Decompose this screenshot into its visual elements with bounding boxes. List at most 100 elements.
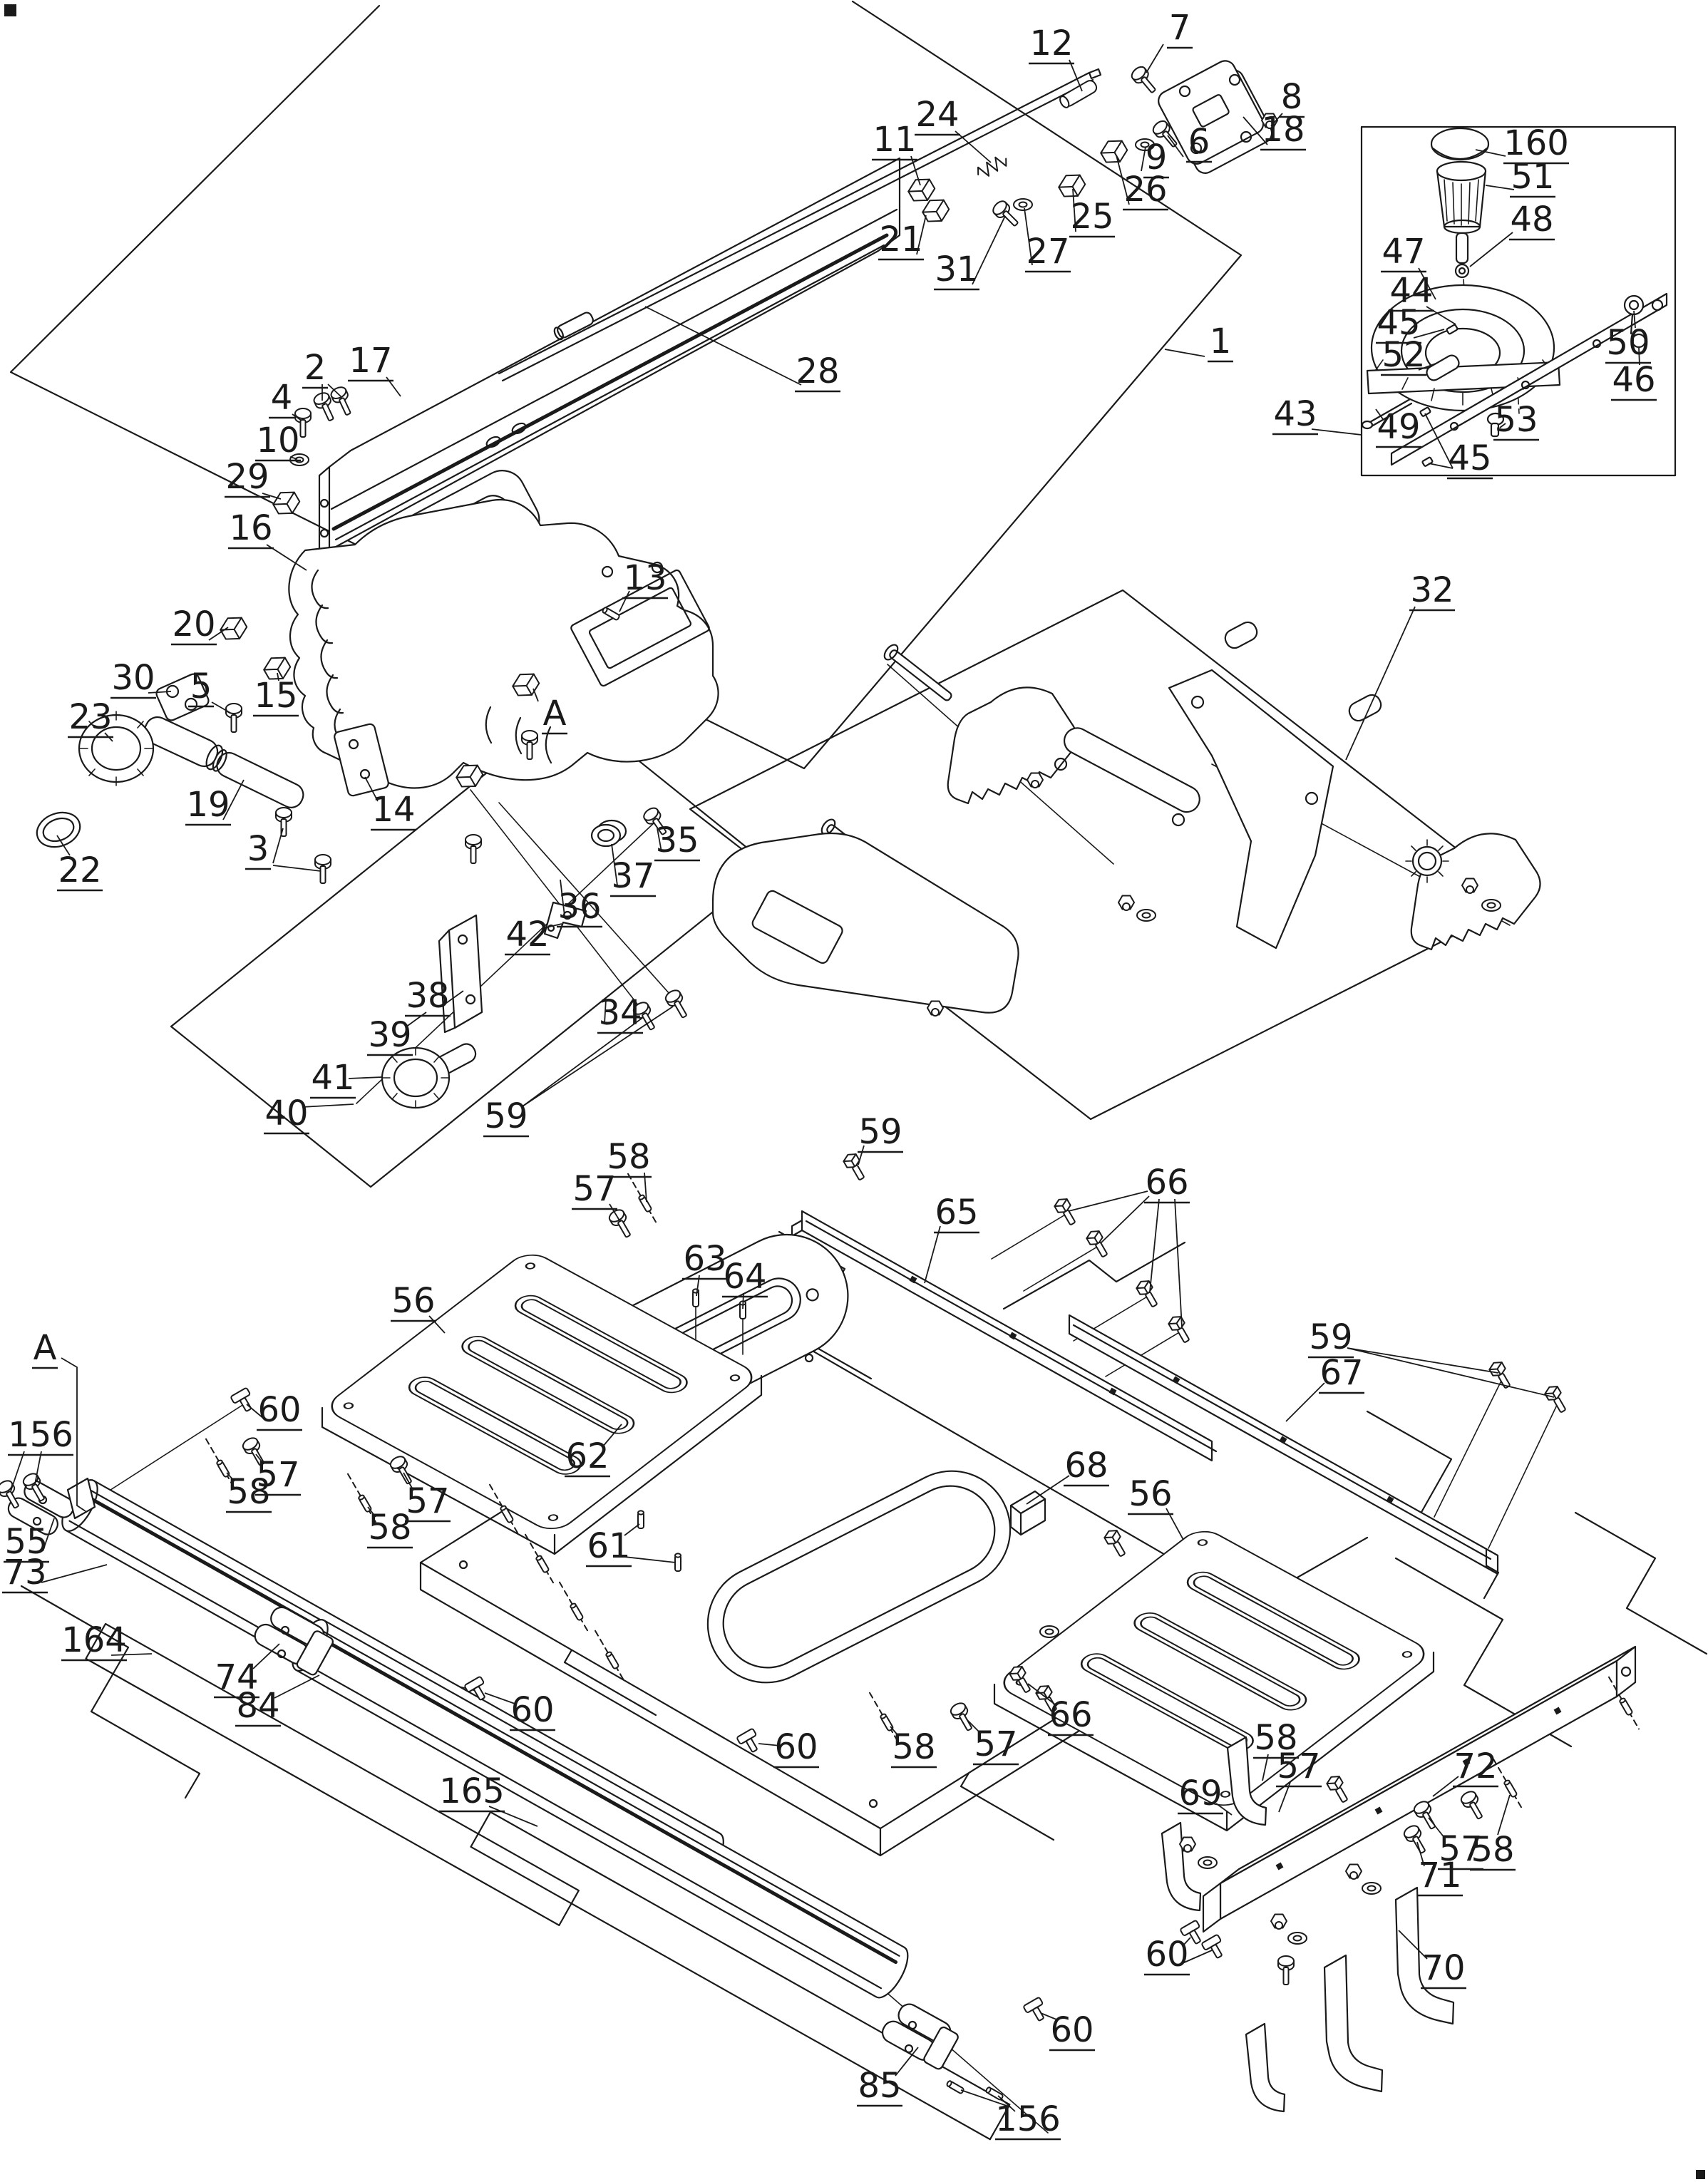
leader-line — [1428, 463, 1454, 469]
part-number-text: 60 — [257, 1390, 301, 1430]
part-label-p15: 15 — [253, 672, 299, 717]
part-label-p52: 52 — [1381, 335, 1436, 376]
part-label-p3: 3 — [245, 828, 321, 872]
washer-icon — [1287, 1932, 1307, 1945]
part-number-text: A — [543, 694, 567, 734]
part-number-text: 71 — [1418, 1856, 1461, 1895]
part-number-text: 3 — [247, 829, 269, 869]
leader-line — [1069, 59, 1083, 92]
part-number-text: 64 — [723, 1257, 766, 1297]
part-label-p85: 85 — [857, 2047, 919, 2107]
leader-line — [364, 776, 379, 802]
t-bolt-icon — [1023, 1997, 1044, 2022]
part-label-p10: 10 — [255, 421, 301, 462]
part-number-text: 31 — [935, 249, 978, 289]
part-number-text: 156 — [8, 1415, 73, 1455]
part-number-text: 50 — [1606, 323, 1650, 363]
leader-line — [1182, 1950, 1213, 1964]
leader-line — [609, 1203, 620, 1221]
part-label-p12: 12 — [1029, 24, 1083, 92]
part-label-p28: 28 — [644, 306, 840, 393]
leader-line — [1424, 413, 1454, 469]
leader-line — [1375, 408, 1384, 420]
part-label-p48: 48 — [1469, 200, 1555, 267]
screw-icon — [992, 200, 1019, 227]
hardware-layer — [0, 66, 1640, 2101]
leader-line — [208, 627, 229, 641]
part-label-p57f: 57 — [1428, 1817, 1483, 1870]
part-label-p37: 37 — [610, 843, 656, 897]
part-label-p25: 25 — [1069, 188, 1115, 238]
part-label-p34: 34 — [597, 993, 643, 1034]
part-label-p68: 68 — [1026, 1446, 1109, 1505]
part-label-p64: 64 — [722, 1257, 768, 1309]
part-number-text: 35 — [655, 820, 699, 860]
leader-line — [110, 1653, 153, 1656]
part-number-text: 4 — [271, 378, 293, 418]
part-label-p29: 29 — [225, 457, 282, 500]
part-label-p57c: 57 — [255, 1453, 301, 1496]
nut-icon — [1345, 1863, 1362, 1880]
part-number-text: 49 — [1377, 407, 1420, 447]
part-number-text: 53 — [1494, 400, 1538, 440]
part-number-text: 23 — [68, 697, 112, 737]
leader-line — [226, 1472, 235, 1482]
part-number-text: 21 — [879, 220, 922, 259]
t-bolt-icon — [464, 1676, 485, 1701]
tube-clamp-85 — [881, 2003, 959, 2070]
leader-line — [972, 215, 1006, 285]
screw-icon — [521, 730, 538, 760]
leader-line — [488, 1806, 538, 1827]
part-number-text: 24 — [915, 95, 959, 135]
leader-line — [1270, 113, 1283, 127]
leader-line — [1469, 232, 1513, 267]
hex-bolt-icon — [1086, 1230, 1108, 1257]
part-number-text: 57 — [406, 1481, 449, 1521]
miter-gauge-box — [1360, 125, 1677, 477]
leader-line — [560, 879, 565, 917]
part-number-text: 7 — [1169, 8, 1191, 48]
hex-bolt-icon — [843, 1153, 865, 1180]
part-number-text: 19 — [186, 785, 230, 825]
part-label-p73: 73 — [2, 1553, 108, 1594]
part-label-p41: 41 — [310, 1058, 383, 1099]
part-number-text: 28 — [796, 351, 839, 391]
part-label-p51: 51 — [1485, 157, 1555, 198]
part-number-text: 47 — [1382, 232, 1425, 272]
part-number-text: 16 — [229, 508, 272, 548]
leader-line — [1418, 363, 1436, 371]
part-label-p24: 24 — [915, 95, 992, 163]
storage-hooks-70 — [1323, 1886, 1455, 2093]
part-label-p69: 69 — [1178, 1774, 1233, 1816]
part-label-p58d: 58 — [890, 1726, 937, 1769]
part-label-p62: 62 — [565, 1424, 622, 1478]
leader-line — [1027, 1683, 1056, 1705]
leader-line — [56, 835, 71, 856]
leader-line — [1068, 1190, 1148, 1212]
nut-icon — [1118, 895, 1135, 911]
part-number-text: 44 — [1389, 271, 1433, 311]
part-label-p70: 70 — [1398, 1930, 1466, 1990]
part-label-p14: 14 — [364, 776, 416, 831]
part-label-p13: 13 — [619, 558, 668, 612]
rear-rail-67 — [1068, 1314, 1499, 1575]
leader-line — [1347, 1347, 1555, 1398]
screw-icon — [22, 1473, 45, 1502]
leader-line — [960, 2089, 1012, 2108]
part-number-text: 56 — [391, 1281, 435, 1321]
part-number-text: 2 — [304, 348, 326, 388]
screw-icon — [643, 807, 667, 835]
part-number-text: 17 — [349, 341, 392, 381]
part-number-text: 26 — [1123, 170, 1167, 210]
part-label-p40: 40 — [264, 1093, 354, 1135]
part-label-p35: 35 — [654, 820, 700, 862]
leader-line — [533, 688, 539, 702]
leader-line — [604, 999, 607, 1024]
part-label-p4: 4 — [269, 378, 302, 421]
part-label-p45b: 45 — [1424, 413, 1493, 480]
leader-line — [1141, 146, 1146, 172]
leader-line — [657, 828, 662, 853]
part-label-p59a: 59 — [483, 1006, 674, 1138]
leader-line — [61, 1357, 86, 1512]
leader-line — [34, 1451, 42, 1485]
